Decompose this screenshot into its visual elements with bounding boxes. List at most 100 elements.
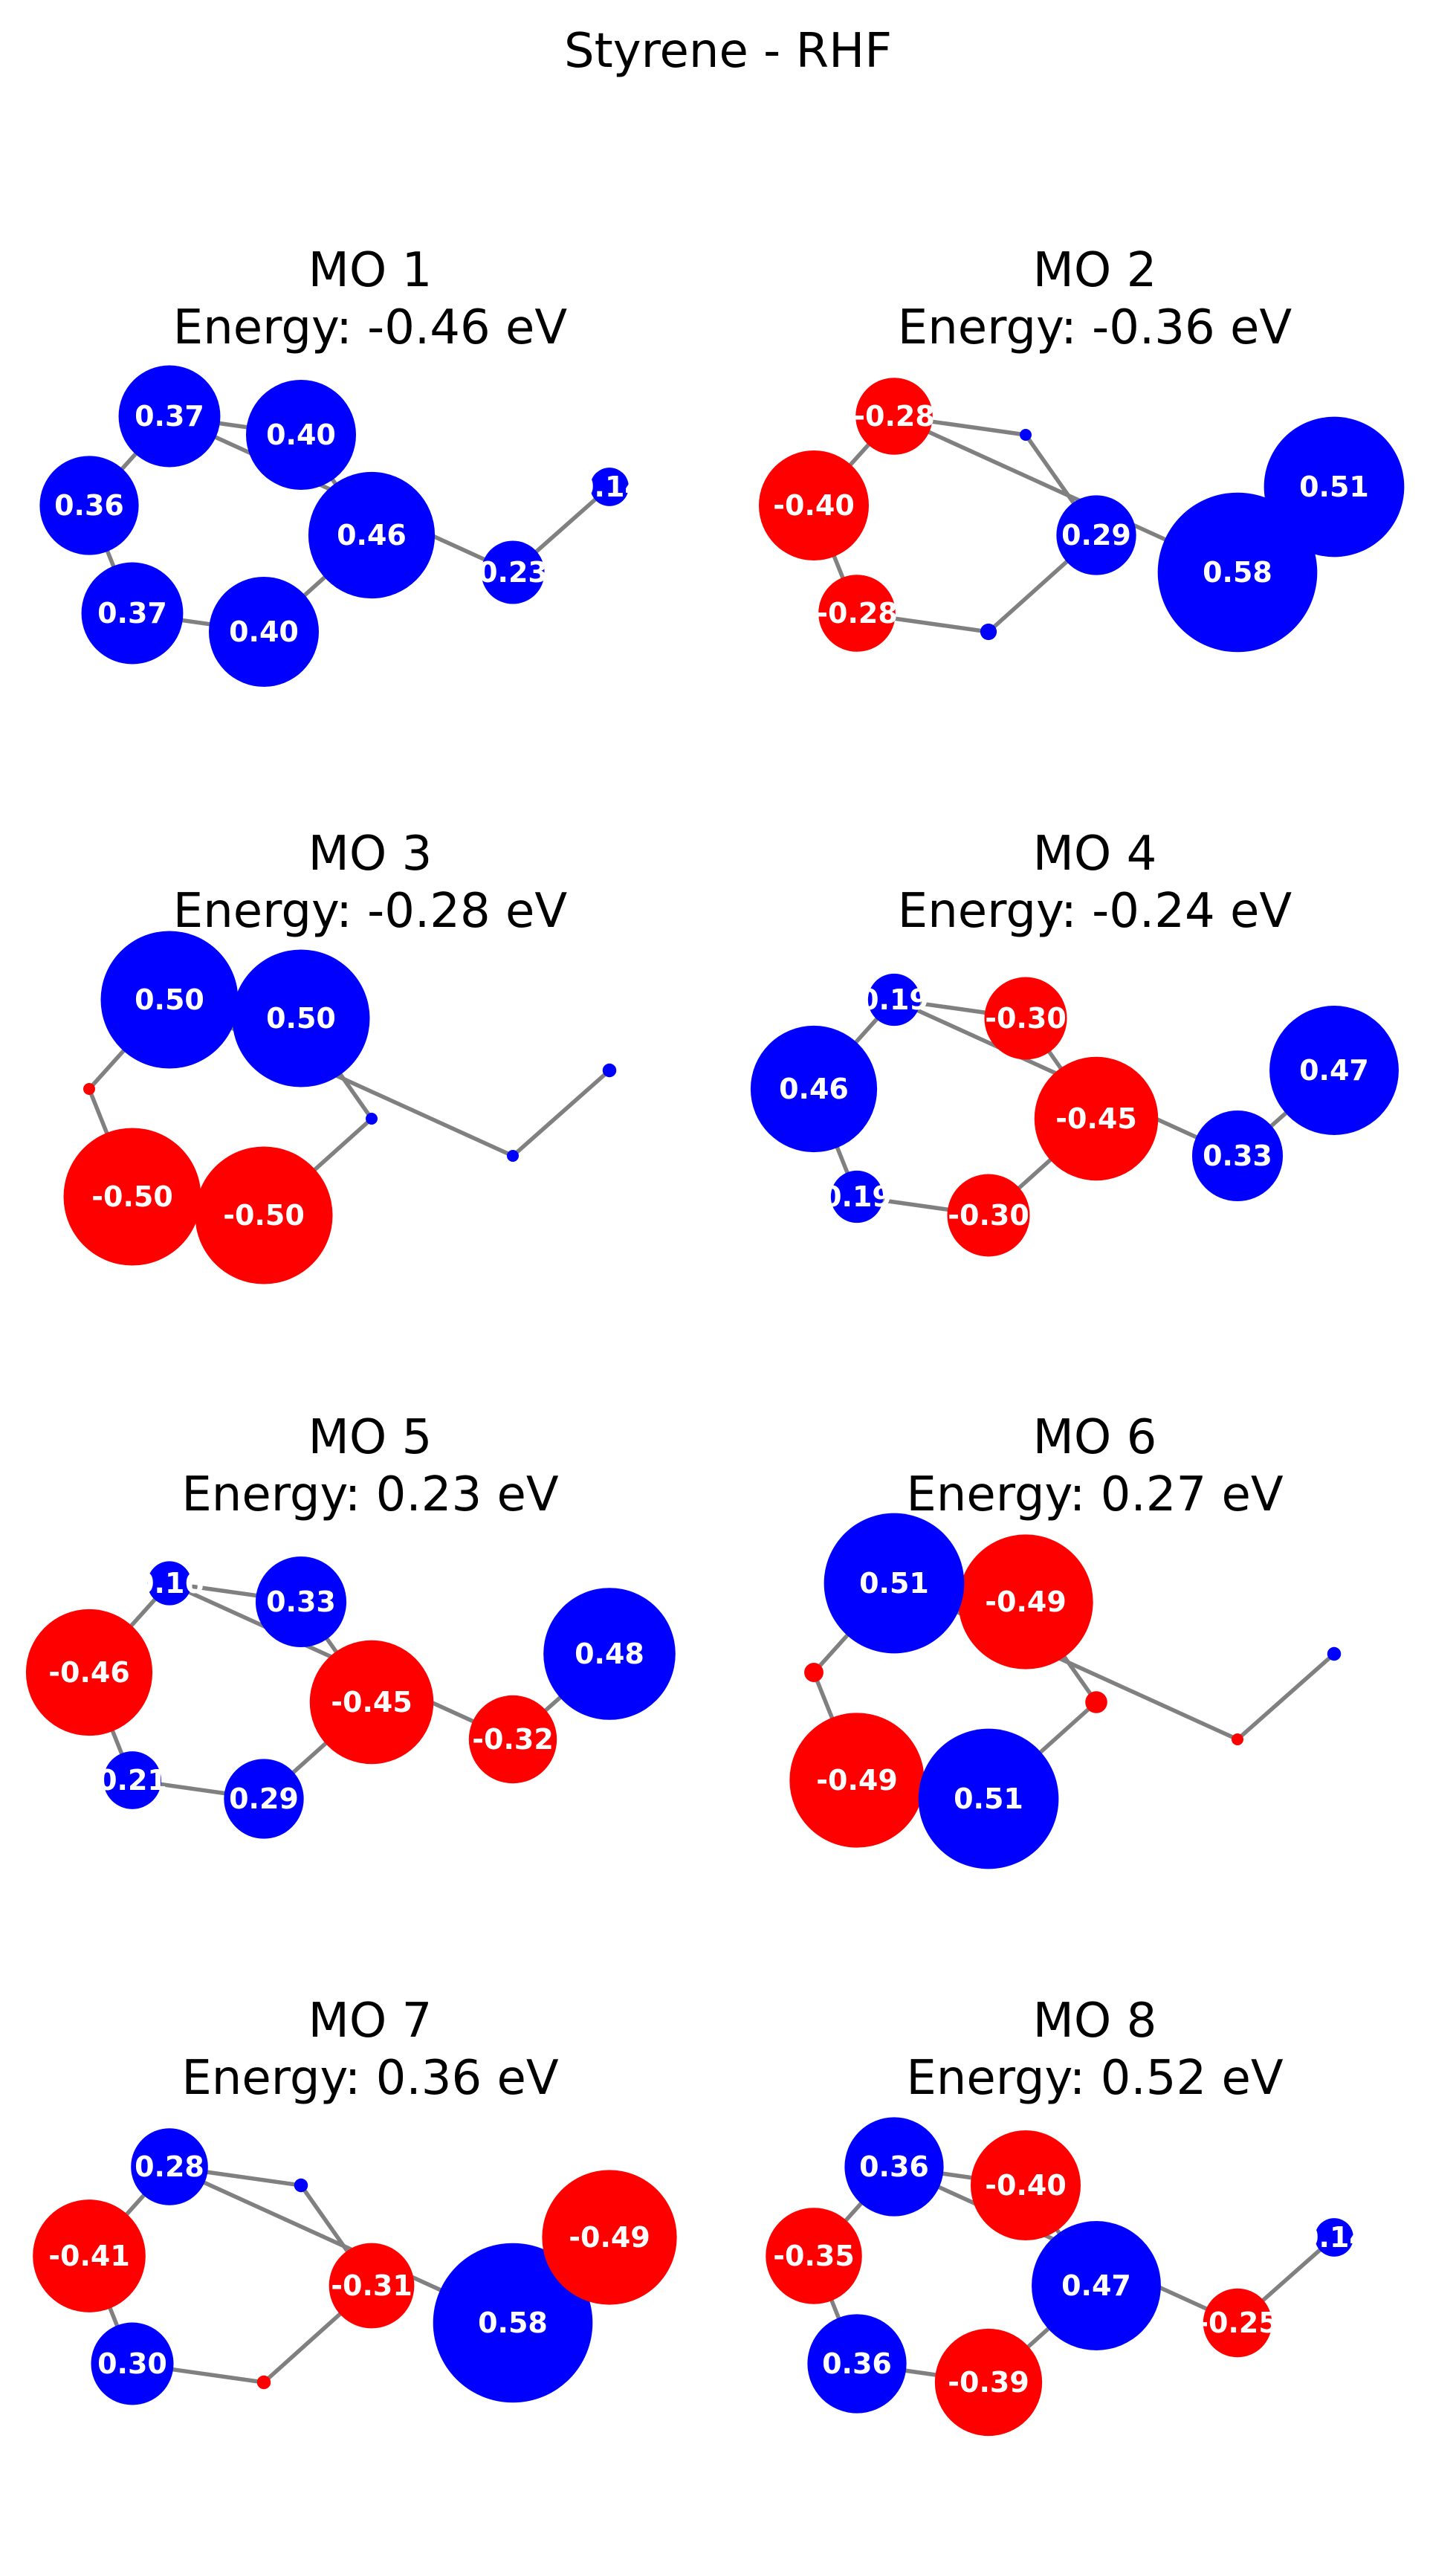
atom-orbital-lobe <box>1327 1646 1342 1661</box>
atom-orbital-lobe <box>366 1113 378 1125</box>
atom-orbital-lobe <box>947 1174 1030 1257</box>
mo-title: MO 4 <box>1033 827 1157 882</box>
atom-orbital-lobe <box>468 1695 557 1784</box>
atom-orbital-lobe <box>33 2199 146 2312</box>
atom-orbital-lobe <box>1034 1056 1159 1181</box>
atom-orbital-lobe <box>195 1146 333 1284</box>
coefficient-label: 0.40 <box>229 615 299 648</box>
mo-energy-label: Energy: -0.28 eV <box>173 884 568 939</box>
coefficient-label: -0.50 <box>91 1180 173 1213</box>
coefficient-label: -0.40 <box>773 489 855 522</box>
atom-orbital-lobe <box>804 1663 824 1682</box>
atom-orbital-lobe <box>256 2375 271 2390</box>
atom-orbital-lobe <box>789 1713 925 1848</box>
atom-orbital-lobe <box>1315 2218 1353 2257</box>
bond <box>511 1068 612 1158</box>
coefficient-label: 0.46 <box>779 1073 849 1105</box>
coefficient-label: -0.49 <box>569 2221 650 2254</box>
coefficient-label: -0.28 <box>853 400 935 433</box>
atom-orbital-lobe <box>507 1150 519 1162</box>
coefficient-label: 0.46 <box>337 519 407 552</box>
atom-orbital-lobe <box>984 977 1067 1060</box>
atom-orbital-lobe <box>1056 495 1136 575</box>
atom-orbital-lobe <box>1085 1691 1107 1713</box>
atom-orbital-lobe <box>543 1588 676 1720</box>
mo-title: MO 8 <box>1033 1994 1157 2049</box>
atom-orbital-lobe <box>1157 492 1318 653</box>
atom-orbital-lobe <box>147 1561 192 1606</box>
atom-orbital-lobe <box>25 1609 153 1736</box>
atom-orbital-lobe <box>759 450 869 560</box>
atom-orbital-lobe <box>232 949 370 1087</box>
atom-orbital-lobe <box>542 2170 677 2305</box>
coefficient-label: -0.32 <box>472 1723 554 1756</box>
coefficient-label: -0.30 <box>985 1002 1067 1035</box>
atom-orbital-lobe <box>824 1513 965 1654</box>
atom-orbital-lobe <box>590 468 629 506</box>
coefficient-label: -0.45 <box>1055 1102 1137 1135</box>
atom-orbital-lobe <box>602 1063 617 1078</box>
coefficient-label: 0.36 <box>822 2347 892 2380</box>
coefficient-label: 0.50 <box>135 983 204 1016</box>
atom-orbital-lobe <box>1032 2221 1161 2350</box>
atom-orbital-lobe <box>118 365 221 468</box>
atom-orbital-lobe <box>100 931 239 1069</box>
mo-title: MO 7 <box>308 1994 433 2049</box>
mo-title: MO 6 <box>1033 1410 1157 1465</box>
atom-orbital-lobe <box>766 2208 862 2304</box>
coefficient-label: -0.39 <box>948 2366 1029 2399</box>
coefficient-label: -0.50 <box>223 1199 305 1232</box>
coefficient-label: 0.30 <box>97 2347 167 2380</box>
atom-orbital-lobe <box>63 1128 201 1266</box>
coefficient-label: 0.40 <box>266 418 336 451</box>
coefficient-label: 0.33 <box>1203 1140 1272 1172</box>
atom-orbital-lobe <box>807 2314 907 2414</box>
atom-orbital-lobe <box>81 562 184 665</box>
atom-orbital-lobe <box>131 2128 208 2205</box>
coefficient-label: 0.51 <box>859 1567 929 1600</box>
coefficient-label: 0.47 <box>1299 1054 1369 1087</box>
atom-orbital-lobe <box>971 2130 1081 2240</box>
atom-orbital-lobe <box>329 2243 415 2329</box>
mo-energy-label: Energy: 0.52 eV <box>906 2051 1284 2106</box>
atom-orbital-lobe <box>844 2117 944 2217</box>
coefficient-label: -0.25 <box>1197 2307 1278 2339</box>
atom-orbital-lobe <box>294 2178 308 2193</box>
coefficient-label: -0.45 <box>331 1686 412 1719</box>
coefficient-label: 0.33 <box>266 1585 336 1618</box>
atom-orbital-lobe <box>958 1534 1093 1669</box>
mo-title: MO 2 <box>1033 243 1157 298</box>
atom-orbital-lobe <box>103 1751 161 1809</box>
atom-orbital-lobe <box>918 1728 1059 1869</box>
atom-orbital-lobe <box>308 471 436 599</box>
atom-orbital-lobe <box>1269 1006 1399 1135</box>
coefficient-label: 0.48 <box>575 1638 644 1670</box>
mo-energy-label: Energy: 0.27 eV <box>906 1467 1284 1522</box>
coefficient-label: 0.14 <box>1299 2221 1369 2254</box>
mo-energy-label: Energy: -0.46 eV <box>173 300 568 355</box>
coefficient-label: 0.50 <box>266 1002 336 1035</box>
atom-orbital-lobe <box>246 380 356 490</box>
coefficient-label: 0.29 <box>229 1782 299 1815</box>
coefficient-label: 0.29 <box>1061 519 1131 552</box>
atom-orbital-lobe <box>1232 1733 1243 1745</box>
coefficient-label: -0.35 <box>773 2240 855 2272</box>
coefficient-label: 0.47 <box>1061 2269 1131 2302</box>
coefficient-label: 0.58 <box>1203 556 1272 589</box>
coefficient-label: -0.46 <box>48 1656 130 1689</box>
atom-orbital-lobe <box>481 540 545 604</box>
atom-orbital-lobe <box>433 2243 593 2403</box>
coefficient-label: 0.14 <box>575 471 644 503</box>
mo-energy-label: Energy: 0.23 eV <box>181 1467 559 1522</box>
coefficient-label: -0.28 <box>816 597 898 630</box>
atom-orbital-lobe <box>91 2322 174 2405</box>
mo-title: MO 1 <box>308 243 433 298</box>
